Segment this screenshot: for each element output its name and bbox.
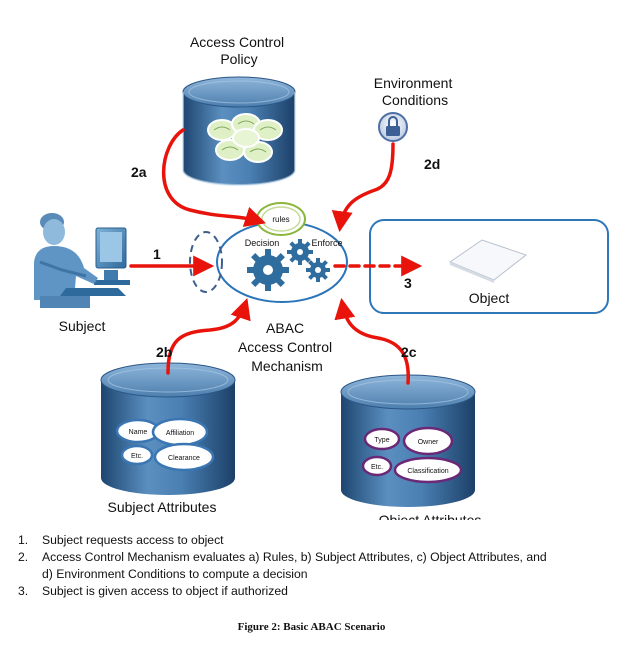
gears-icon: [247, 239, 330, 291]
arrow-2b: [166, 298, 251, 375]
mechanism-label: ABAC Access Control Mechanism: [238, 320, 336, 374]
subject-attributes-label: Subject Attributes: [108, 499, 217, 515]
policy-label: Access Control Policy: [190, 34, 288, 67]
object-attr-type: Type: [374, 437, 389, 444]
decision-label: Decision: [245, 238, 280, 248]
step-number: 3.: [18, 584, 29, 598]
subject-attr-bubbles: [115, 417, 215, 472]
arrow-2d: [331, 142, 395, 233]
subject-attr-affiliation: Affiliation: [166, 430, 194, 437]
step-text: Subject is given access to object if aut…: [42, 584, 288, 598]
arrow-2c: [334, 297, 410, 385]
step-number: 1.: [18, 533, 29, 547]
document-icon: [448, 239, 528, 283]
step-3: 3. Subject is given access to object if …: [18, 583, 608, 600]
lock-icon: [378, 112, 408, 142]
step-number: 2.: [18, 550, 29, 564]
object-attr-owner: Owner: [418, 439, 439, 446]
step-2: 2. Access Control Mechanism evaluates a)…: [18, 549, 608, 583]
step-text: Subject requests access to object: [42, 533, 224, 547]
arrow-3-label: 3: [404, 275, 412, 291]
rules-label: rules: [272, 215, 289, 224]
object-label: Object: [469, 290, 510, 306]
arrow-2b-label: 2b: [156, 344, 172, 360]
step-text-continued: d) Environment Conditions to compute a d…: [42, 567, 308, 581]
subject-attr-clearance: Clearance: [168, 455, 200, 462]
arrow-2c-label: 2c: [401, 344, 417, 360]
arrow-2d-label: 2d: [424, 156, 440, 172]
arrow-2a: [161, 128, 267, 227]
policy-rules-cluster: [207, 113, 283, 163]
subject-attr-etc: Etc.: [131, 453, 143, 460]
subject-user-icon: [34, 213, 130, 308]
object-attributes-label: Object Attributes: [379, 512, 482, 520]
abac-diagram: Access Control Policy Environment Condit…: [34, 34, 609, 520]
step-text: Access Control Mechanism evaluates a) Ru…: [42, 550, 547, 564]
steps-list: 1. Subject requests access to object 2. …: [18, 532, 608, 600]
arrow-1-label: 1: [153, 246, 161, 262]
mechanism-portal: [189, 231, 223, 293]
object-attr-bubbles: [361, 426, 463, 484]
enforce-label: Enforce: [311, 238, 342, 248]
subject-attr-name: Name: [129, 429, 148, 436]
object-attr-etc: Etc.: [371, 464, 383, 471]
object-attr-classification: Classification: [407, 468, 448, 475]
figure-caption: Figure 2: Basic ABAC Scenario: [237, 621, 386, 633]
step-1: 1. Subject requests access to object: [18, 532, 608, 549]
environment-label: Environment Conditions: [374, 75, 456, 108]
arrow-2a-label: 2a: [131, 164, 147, 180]
subject-label: Subject: [59, 318, 106, 334]
